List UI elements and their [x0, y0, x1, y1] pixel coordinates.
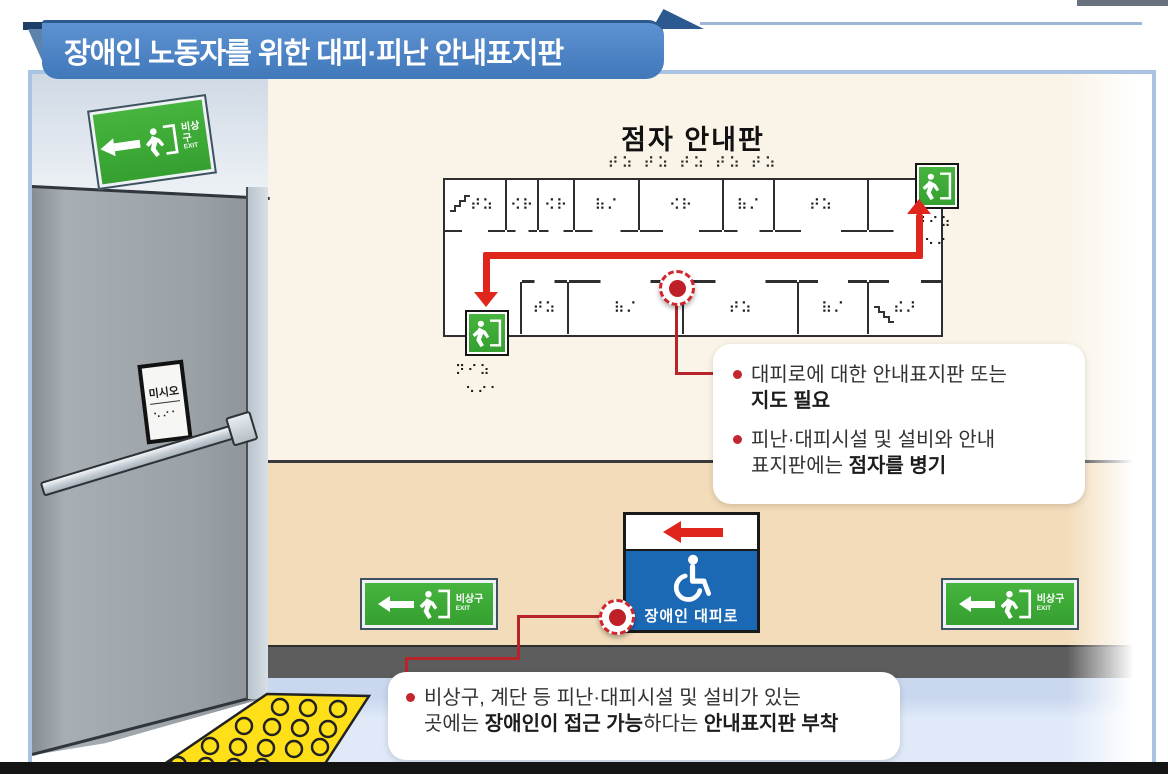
highlight-marker-plan	[659, 270, 695, 306]
callout-text: 대피로에 대한 안내표지판 또는 지도 필요	[751, 364, 1007, 412]
room-scene: 미시오 ⠢⠔⠂ 비상구 EXIT	[32, 74, 1152, 774]
bullet-icon	[406, 693, 415, 702]
exit-braille-dots: ⠝⠊⠵ ⠢⠔	[916, 215, 953, 250]
callout-item: 비상구, 계단 등 피난·대피시설 및 설비가 있는 곳에는 장애인이 접근 가…	[406, 685, 882, 737]
route-arrowhead-down	[474, 292, 498, 307]
callout-text: 비상구, 계단 등 피난·대피시설 및 설비가 있는 곳에는 장애인이 접근 가…	[424, 687, 839, 735]
exit-label-en: EXIT	[183, 141, 199, 151]
door-frame	[246, 187, 268, 699]
accessible-sign-label: 장애인 대피로	[644, 608, 739, 625]
running-man-exit-icon	[922, 172, 952, 201]
exit-sign-above-door: 비상구 EXIT	[87, 94, 217, 190]
exit-sign-wall-right: 비상구 EXIT	[941, 578, 1079, 630]
push-sign-label: 미시오	[147, 382, 181, 405]
callout-signage-requirements: 대피로에 대한 안내표지판 또는 지도 필요 피난·대피시설 및 설비와 안내 …	[713, 344, 1085, 504]
accessible-evacuation-sign: 장애인 대피로	[623, 512, 760, 633]
braille-push-sign: 미시오 ⠢⠔⠂	[137, 359, 193, 445]
page-title-banner: 장애인 노동자를 위한 대피·피난 안내표지판	[42, 20, 664, 79]
door-panel	[32, 186, 268, 756]
callout-item: 대피로에 대한 안내표지판 또는 지도 필요	[733, 362, 1065, 414]
bullet-icon	[733, 435, 742, 444]
room: ⠷⠌	[569, 280, 684, 334]
stairs-icon	[450, 195, 470, 212]
left-arrow-icon	[956, 596, 995, 612]
room: ⠪⠗	[640, 180, 724, 232]
page-title: 장애인 노동자를 위한 대피·피난 안내표지판	[64, 38, 564, 70]
callout-connector	[517, 615, 617, 618]
banner-rod-line	[700, 22, 1142, 25]
room: ⠷⠌	[575, 180, 640, 232]
floorplan-bottom-rooms: ⠞⠵ ⠷⠌ ⠞⠵ ⠷⠌ ⠮⠜	[445, 280, 941, 334]
evacuation-route-right-branch	[916, 214, 923, 256]
room: ⠞⠵	[775, 180, 869, 232]
exit-label-ko: 비상구	[1036, 594, 1065, 606]
exit-sign-wall-left: 비상구 EXIT	[360, 578, 498, 630]
callout-accessibility: 비상구, 계단 등 피난·대피시설 및 설비가 있는 곳에는 장애인이 접근 가…	[388, 672, 900, 760]
callout-text: 피난·대피시설 및 설비와 안내 표지판에는 점자를 병기	[751, 429, 996, 477]
exit-lobby	[445, 282, 522, 334]
highlight-marker-sign	[599, 599, 635, 635]
exit-lobby	[869, 180, 941, 232]
room: ⠪⠗	[507, 180, 539, 232]
floorplan-top-rooms: ⠞⠵ ⠪⠗ ⠪⠗ ⠷⠌ ⠪⠗ ⠷⠌ ⠞⠵	[445, 180, 941, 232]
floorplan-title: 점자 안내판	[621, 125, 765, 155]
wheelchair-icon	[673, 554, 711, 602]
room: ⠷⠌	[724, 180, 775, 232]
evacuation-route-left-branch	[483, 254, 490, 294]
running-man-exit-icon	[1000, 589, 1031, 620]
exit-sign-text: 비상구 EXIT	[181, 120, 209, 152]
room: ⠮⠜	[869, 280, 941, 334]
running-man-exit-icon	[419, 589, 450, 620]
room: ⠷⠌	[799, 280, 869, 334]
left-arrow-icon	[96, 135, 141, 159]
exit-braille-dots: ⠝⠊⠵ ⠢⠔⠂	[455, 363, 502, 398]
left-arrow-icon	[375, 596, 414, 612]
exit-sign-text: 비상구 EXIT	[456, 595, 484, 612]
wall-divider-line	[268, 460, 1152, 463]
exit-label-en: EXIT	[455, 604, 471, 612]
bottom-edge-bar	[0, 762, 1168, 774]
room: ⠪⠗	[539, 180, 575, 232]
red-left-arrow-icon	[660, 521, 723, 543]
exit-label-ko: 비상구	[455, 594, 484, 606]
push-sign-braille: ⠢⠔⠂	[152, 405, 181, 422]
callout-item: 피난·대피시설 및 설비와 안내 표지판에는 점자를 병기	[733, 427, 1065, 479]
room: ⠞⠵	[445, 180, 507, 232]
bullet-icon	[733, 370, 742, 379]
stairs-icon	[874, 306, 894, 323]
room: ⠞⠵	[684, 280, 799, 334]
callout-connector	[517, 615, 520, 660]
top-edge-bar	[1077, 0, 1168, 6]
floorplan-title-braille: ⠞⠵ ⠞⠵ ⠞⠵ ⠞⠵ ⠞⠵	[607, 154, 779, 172]
evacuation-route-line	[483, 252, 923, 259]
banner-left-cap	[23, 22, 49, 30]
running-man-exit-icon	[145, 123, 179, 157]
running-man-exit-icon	[472, 319, 502, 348]
exit-sign-text: 비상구 EXIT	[1037, 595, 1065, 612]
callout-connector	[405, 657, 520, 660]
room: ⠞⠵	[522, 280, 569, 334]
exit-label-en: EXIT	[1036, 604, 1052, 612]
route-arrowhead-up	[907, 199, 931, 214]
plan-exit-sign-bottom-left	[465, 310, 509, 356]
callout-connector	[675, 286, 678, 374]
